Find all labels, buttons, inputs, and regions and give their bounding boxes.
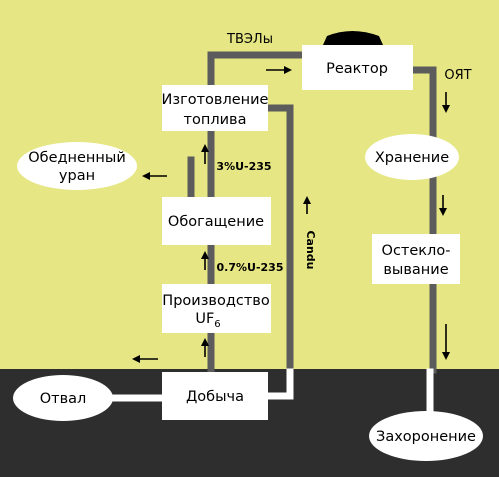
tailings-ellipse	[13, 375, 113, 421]
arrow-storage-down	[439, 195, 447, 216]
arrow-to-reactor	[266, 66, 292, 74]
mining-box	[162, 372, 268, 420]
tailings-label: Отвал	[40, 391, 87, 407]
pipe-candu	[264, 104, 294, 376]
storage-label: Хранение	[375, 150, 449, 166]
production-subscript: 6	[214, 319, 220, 330]
fabrication-label-1: Изготовление	[162, 92, 269, 108]
arrow-mining-up	[201, 338, 209, 357]
enriched-percent-label: 3%U-235	[216, 160, 271, 173]
vitrification-label-2: вывание	[383, 262, 448, 278]
production-box	[162, 284, 271, 333]
fuel-rods-label: ТВЭЛы	[226, 32, 273, 47]
fabrication-box	[162, 85, 268, 131]
storage-ellipse	[365, 134, 459, 180]
enrichment-label: Обогащение	[168, 214, 264, 230]
spent-fuel-label: ОЯТ	[444, 68, 471, 83]
reactor-cap	[323, 31, 383, 45]
depleted-uranium-ellipse	[17, 142, 137, 190]
arrow-spent-fuel-down	[442, 92, 450, 113]
burial-label: Захоронение	[376, 429, 476, 445]
production-label-1: Производство	[162, 293, 270, 309]
enrichment-box	[162, 197, 271, 245]
arrow-production-up	[201, 251, 209, 270]
arrow-enrichment-up	[201, 144, 209, 164]
pipe-candu-underground	[264, 368, 294, 400]
arrow-to-tailings	[132, 355, 158, 363]
arrow-candu-up	[303, 196, 311, 214]
production-uf: UF	[195, 311, 214, 327]
candu-label: Candu	[304, 230, 317, 269]
fabrication-label-2: топлива	[184, 112, 247, 128]
mining-label: Добыча	[186, 389, 244, 405]
burial-ellipse	[369, 411, 483, 461]
depleted-label-2: уран	[59, 168, 95, 184]
production-label-2: UF6	[195, 311, 220, 330]
natural-percent-label: 0.7%U-235	[217, 261, 284, 274]
pipe-fuel-to-reactor	[207, 51, 324, 88]
vitrification-label-1: Остекло-	[382, 243, 451, 259]
depleted-label-1: Обедненный	[28, 150, 126, 166]
vitrification-box	[372, 234, 460, 284]
arrow-to-depleted	[142, 172, 167, 180]
reactor-label: Реактор	[326, 61, 388, 77]
arrow-vitrification-down	[442, 324, 450, 360]
reactor-box	[302, 45, 413, 90]
